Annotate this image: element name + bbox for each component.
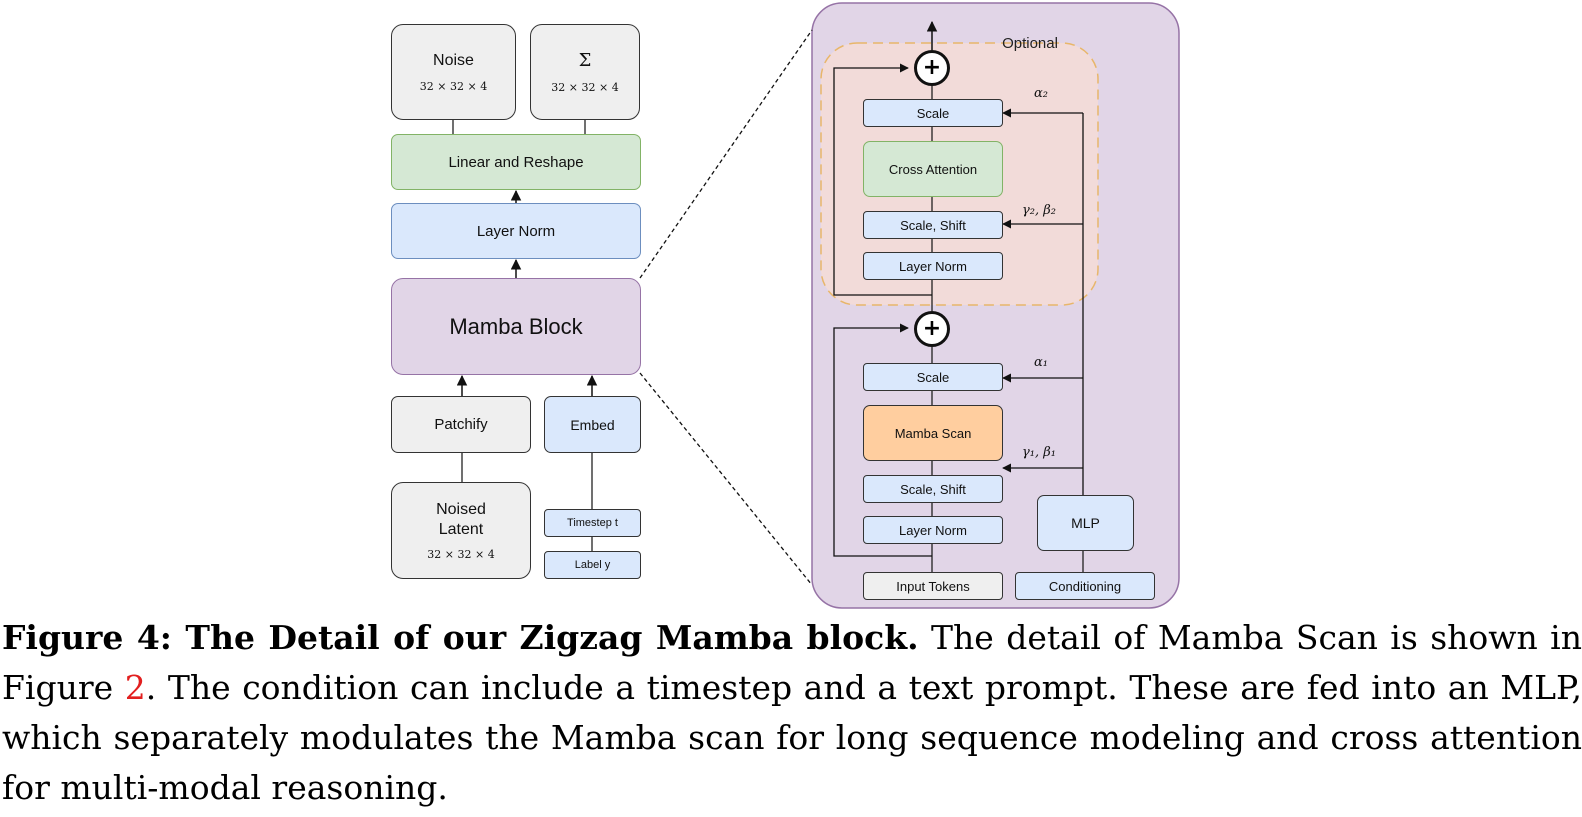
mlp-box: MLP — [1037, 495, 1134, 551]
noise-box: Noise 32 × 32 × 4 — [391, 24, 516, 120]
scale-bottom-box: Scale — [863, 363, 1003, 391]
connector-layer — [452, 2, 1180, 609]
mamba-scan-box: Mamba Scan — [863, 405, 1003, 461]
layer-norm-top-box: Layer Norm — [863, 252, 1003, 280]
zoom-line-top — [639, 29, 813, 279]
alpha2-label: α₂ — [1034, 86, 1048, 101]
figure-reference-link[interactable]: 2 — [124, 668, 146, 707]
patchify-box: Patchify — [391, 396, 531, 453]
noised-latent-line2: Latent — [438, 521, 484, 538]
timestep-box: Timestep t — [544, 509, 641, 537]
linear-reshape-box: Linear and Reshape — [391, 134, 641, 190]
layer-norm-box: Layer Norm — [391, 203, 641, 259]
sigma-dims: 32 × 32 × 4 — [551, 81, 619, 94]
cross-attention-box: Cross Attention — [863, 141, 1003, 197]
noise-dims: 32 × 32 × 4 — [419, 79, 488, 93]
layer-norm-bottom-box: Layer Norm — [863, 516, 1003, 544]
plus-bottom-icon: + — [914, 311, 950, 347]
figure-caption: Figure 4: The Detail of our Zigzag Mamba… — [2, 613, 1582, 813]
diagram: Noise 32 × 32 × 4 Σ 32 × 32 × 4 Linear a… — [391, 2, 1180, 609]
label-box: Label y — [544, 551, 641, 579]
optional-label: Optional — [1002, 34, 1058, 52]
input-tokens-box: Input Tokens — [863, 572, 1003, 600]
caption-text-a: The detail of Mamba Scan is shown in Fig… — [2, 618, 1582, 707]
scale-top-box: Scale — [863, 99, 1003, 127]
scale-shift-top-box: Scale, Shift — [863, 211, 1003, 239]
caption-text-b: . The condition can include a timestep a… — [2, 668, 1582, 807]
embed-box: Embed — [544, 396, 641, 453]
noised-latent-box: Noised Latent 32 × 32 × 4 — [391, 482, 531, 579]
plus-top-icon: + — [914, 50, 950, 86]
alpha1-label: α₁ — [1034, 355, 1048, 370]
scale-shift-bottom-box: Scale, Shift — [863, 475, 1003, 503]
noised-latent-dims: 32 × 32 × 4 — [427, 548, 495, 561]
sigma-label: Σ — [578, 50, 592, 71]
zoom-line-bottom — [639, 372, 813, 586]
noised-latent-line1: Noised — [436, 501, 486, 518]
gamma2-beta2-label: γ₂, β₂ — [1022, 203, 1056, 218]
conditioning-box: Conditioning — [1015, 572, 1155, 600]
caption-title: Figure 4: The Detail of our Zigzag Mamba… — [2, 618, 919, 657]
sigma-box: Σ 32 × 32 × 4 — [530, 24, 640, 120]
mamba-block-box: Mamba Block — [391, 278, 641, 375]
noise-label: Noise — [433, 51, 474, 69]
gamma1-beta1-label: γ₁, β₁ — [1022, 445, 1056, 460]
